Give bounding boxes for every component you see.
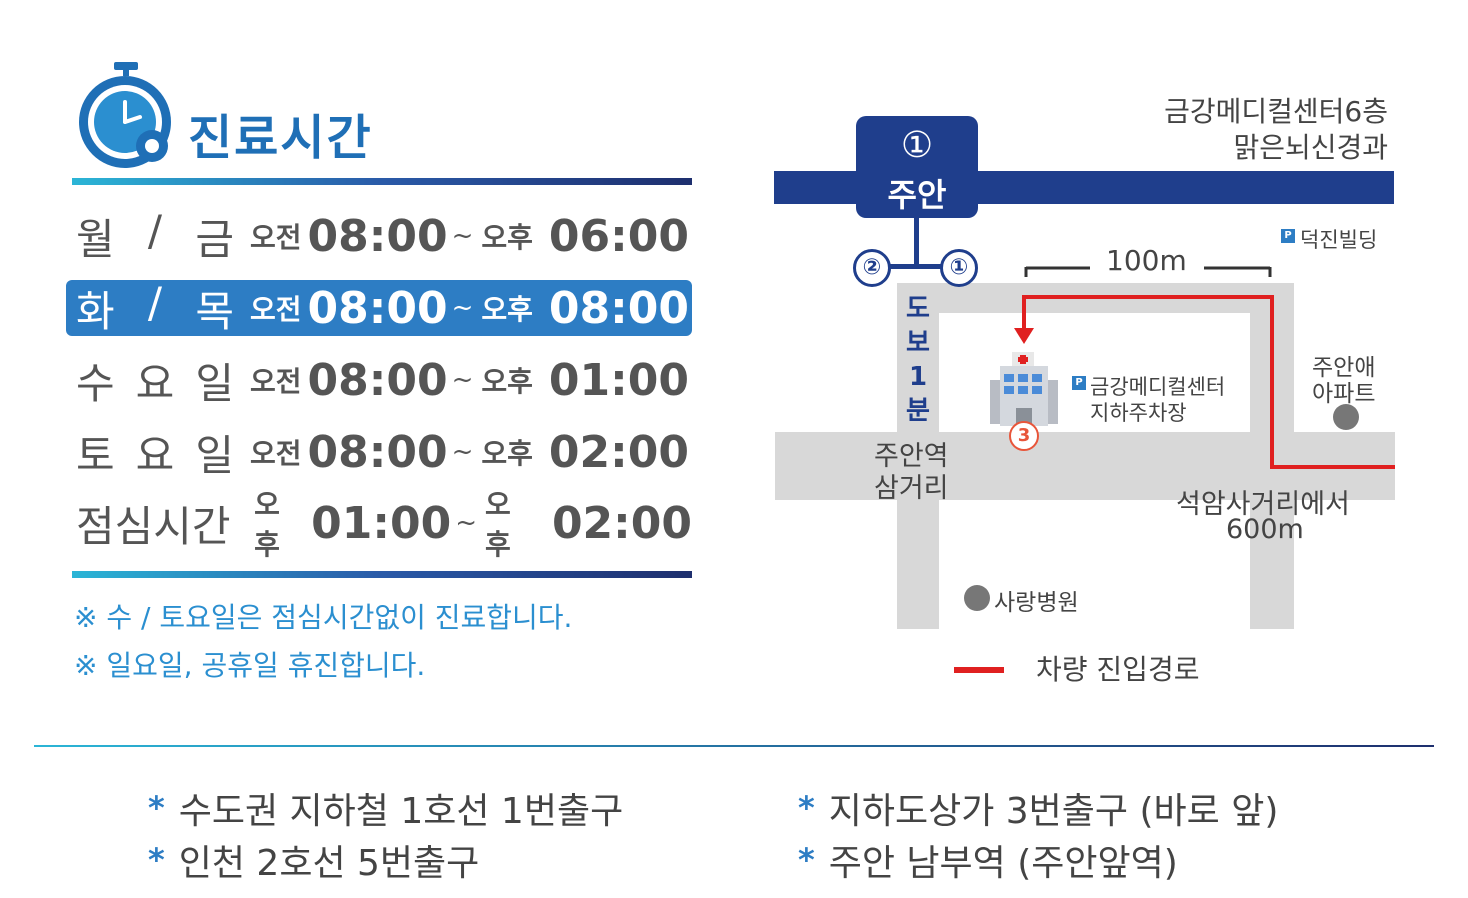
open-time: 08:00 bbox=[307, 426, 448, 478]
tilde: ~ bbox=[451, 437, 474, 467]
deokjin-building-label: 덕진빌딩 bbox=[1300, 228, 1378, 252]
transit-right-1: * 지하도상가 3번출구 (바로 앞) bbox=[798, 782, 1278, 834]
day-label: 점심시간 bbox=[76, 501, 231, 551]
walk-char: 보 bbox=[906, 328, 930, 358]
parking-label-line2: 지하주차장 bbox=[1090, 401, 1187, 425]
note-line-1: ※ 수 / 토요일은 점심시간없이 진료합니다. bbox=[74, 601, 573, 634]
am-label: 오전 bbox=[250, 293, 302, 326]
parking-icon-2: P bbox=[1072, 376, 1086, 390]
pm-label: 오후 bbox=[481, 293, 533, 326]
tilde: ~ bbox=[451, 365, 474, 395]
bottom-separator bbox=[34, 745, 1434, 747]
bullet-star-icon: * bbox=[798, 841, 815, 879]
clock-icon bbox=[70, 62, 180, 172]
open-time: 01:00 bbox=[311, 497, 452, 549]
hours-row-mon-fri: 월/금 오전 08:00 ~ 오후 06:00 bbox=[66, 205, 692, 264]
close-time: 08:00 bbox=[548, 282, 689, 334]
hospital-label: 사랑병원 bbox=[994, 590, 1079, 616]
bullet-star-icon: * bbox=[798, 789, 815, 827]
transit-text: 수도권 지하철 1호선 1번출구 bbox=[178, 791, 624, 832]
bullet-star-icon: * bbox=[148, 841, 165, 879]
apartment-label-line2: 아파트 bbox=[1312, 381, 1376, 407]
distance-bracket bbox=[1024, 262, 1272, 277]
apartment-marker-icon bbox=[1333, 404, 1359, 430]
pm-label: 오후 bbox=[481, 365, 533, 398]
am-label: 오전 bbox=[250, 221, 302, 254]
junction-label-line1: 주안역 bbox=[874, 441, 949, 472]
page-title: 진료시간 bbox=[188, 110, 373, 166]
pm-label: 오후 bbox=[481, 437, 533, 470]
exit-1-badge: ① bbox=[940, 249, 978, 287]
station-name: 주안 bbox=[887, 176, 947, 214]
clinic-name-line1: 금강메디컬센터6층 bbox=[1164, 95, 1388, 128]
station-box: ① 주안 bbox=[856, 116, 978, 218]
tilde: ~ bbox=[451, 221, 474, 251]
close-time: 01:00 bbox=[548, 354, 689, 406]
exit-connector bbox=[914, 218, 919, 266]
clinic-name-line2: 맑은뇌신경과 bbox=[1233, 131, 1388, 164]
hours-row-tue-thu: 화/목 오전 08:00 ~ 오후 08:00 bbox=[66, 277, 692, 336]
parking-icon: P bbox=[1281, 229, 1295, 243]
pm-label: 오후 bbox=[484, 488, 511, 561]
open-time: 08:00 bbox=[307, 354, 448, 406]
legend-label: 차량 진입경로 bbox=[1036, 653, 1200, 686]
exit-2-badge: ② bbox=[853, 249, 891, 287]
open-time: 08:00 bbox=[307, 282, 448, 334]
exit-connector-h bbox=[886, 264, 946, 269]
distance-label: 100m bbox=[1106, 244, 1187, 277]
apartment-label-line1: 주안애 bbox=[1312, 355, 1376, 381]
transit-right-2: * 주안 남부역 (주안앞역) bbox=[798, 834, 1178, 886]
close-time: 06:00 bbox=[548, 210, 689, 262]
seokam-label-line1: 석암사거리에서 bbox=[1176, 489, 1350, 520]
top-divider bbox=[72, 178, 692, 185]
transit-left-2: * 인천 2호선 5번출구 bbox=[148, 834, 479, 886]
day-label: 화/목 bbox=[76, 277, 234, 336]
am-label: 오후 bbox=[254, 488, 280, 561]
legend-line-swatch bbox=[954, 667, 1004, 673]
hospital-marker-icon bbox=[964, 585, 990, 611]
walk-char: 1 bbox=[908, 362, 928, 392]
vehicle-route bbox=[1010, 292, 1396, 472]
walk-label: 도 보 1 분 bbox=[902, 292, 934, 428]
am-label: 오전 bbox=[250, 437, 302, 470]
hours-row-lunch: 점심시간 오후 01:00 ~ 오후 02:00 bbox=[66, 488, 692, 561]
transit-text: 주안 남부역 (주안앞역) bbox=[828, 843, 1178, 884]
walk-char: 도 bbox=[906, 294, 930, 324]
bottom-divider bbox=[72, 571, 692, 578]
close-time: 02:00 bbox=[551, 497, 692, 549]
bullet-star-icon: * bbox=[148, 789, 165, 827]
note-line-2: ※ 일요일, 공휴일 휴진합니다. bbox=[74, 649, 426, 682]
walk-char: 분 bbox=[906, 396, 930, 426]
tilde: ~ bbox=[451, 293, 474, 323]
seokam-label-line2: 600m bbox=[1226, 514, 1304, 545]
transit-text: 지하도상가 3번출구 (바로 앞) bbox=[828, 791, 1279, 832]
station-number: ① bbox=[900, 125, 934, 166]
building-number-badge: 3 bbox=[1009, 421, 1039, 451]
open-time: 08:00 bbox=[307, 210, 448, 262]
close-time: 02:00 bbox=[548, 426, 689, 478]
hospital-building-icon bbox=[990, 352, 1060, 428]
tilde: ~ bbox=[455, 508, 477, 538]
junction-label-line2: 삼거리 bbox=[874, 473, 949, 504]
pm-label: 오후 bbox=[481, 221, 533, 254]
am-label: 오전 bbox=[250, 365, 302, 398]
transit-text: 인천 2호선 5번출구 bbox=[178, 843, 480, 884]
day-label: 월/금 bbox=[76, 205, 234, 264]
transit-left-1: * 수도권 지하철 1호선 1번출구 bbox=[148, 782, 623, 834]
parking-label-line1: 금강메디컬센터 bbox=[1090, 375, 1226, 399]
